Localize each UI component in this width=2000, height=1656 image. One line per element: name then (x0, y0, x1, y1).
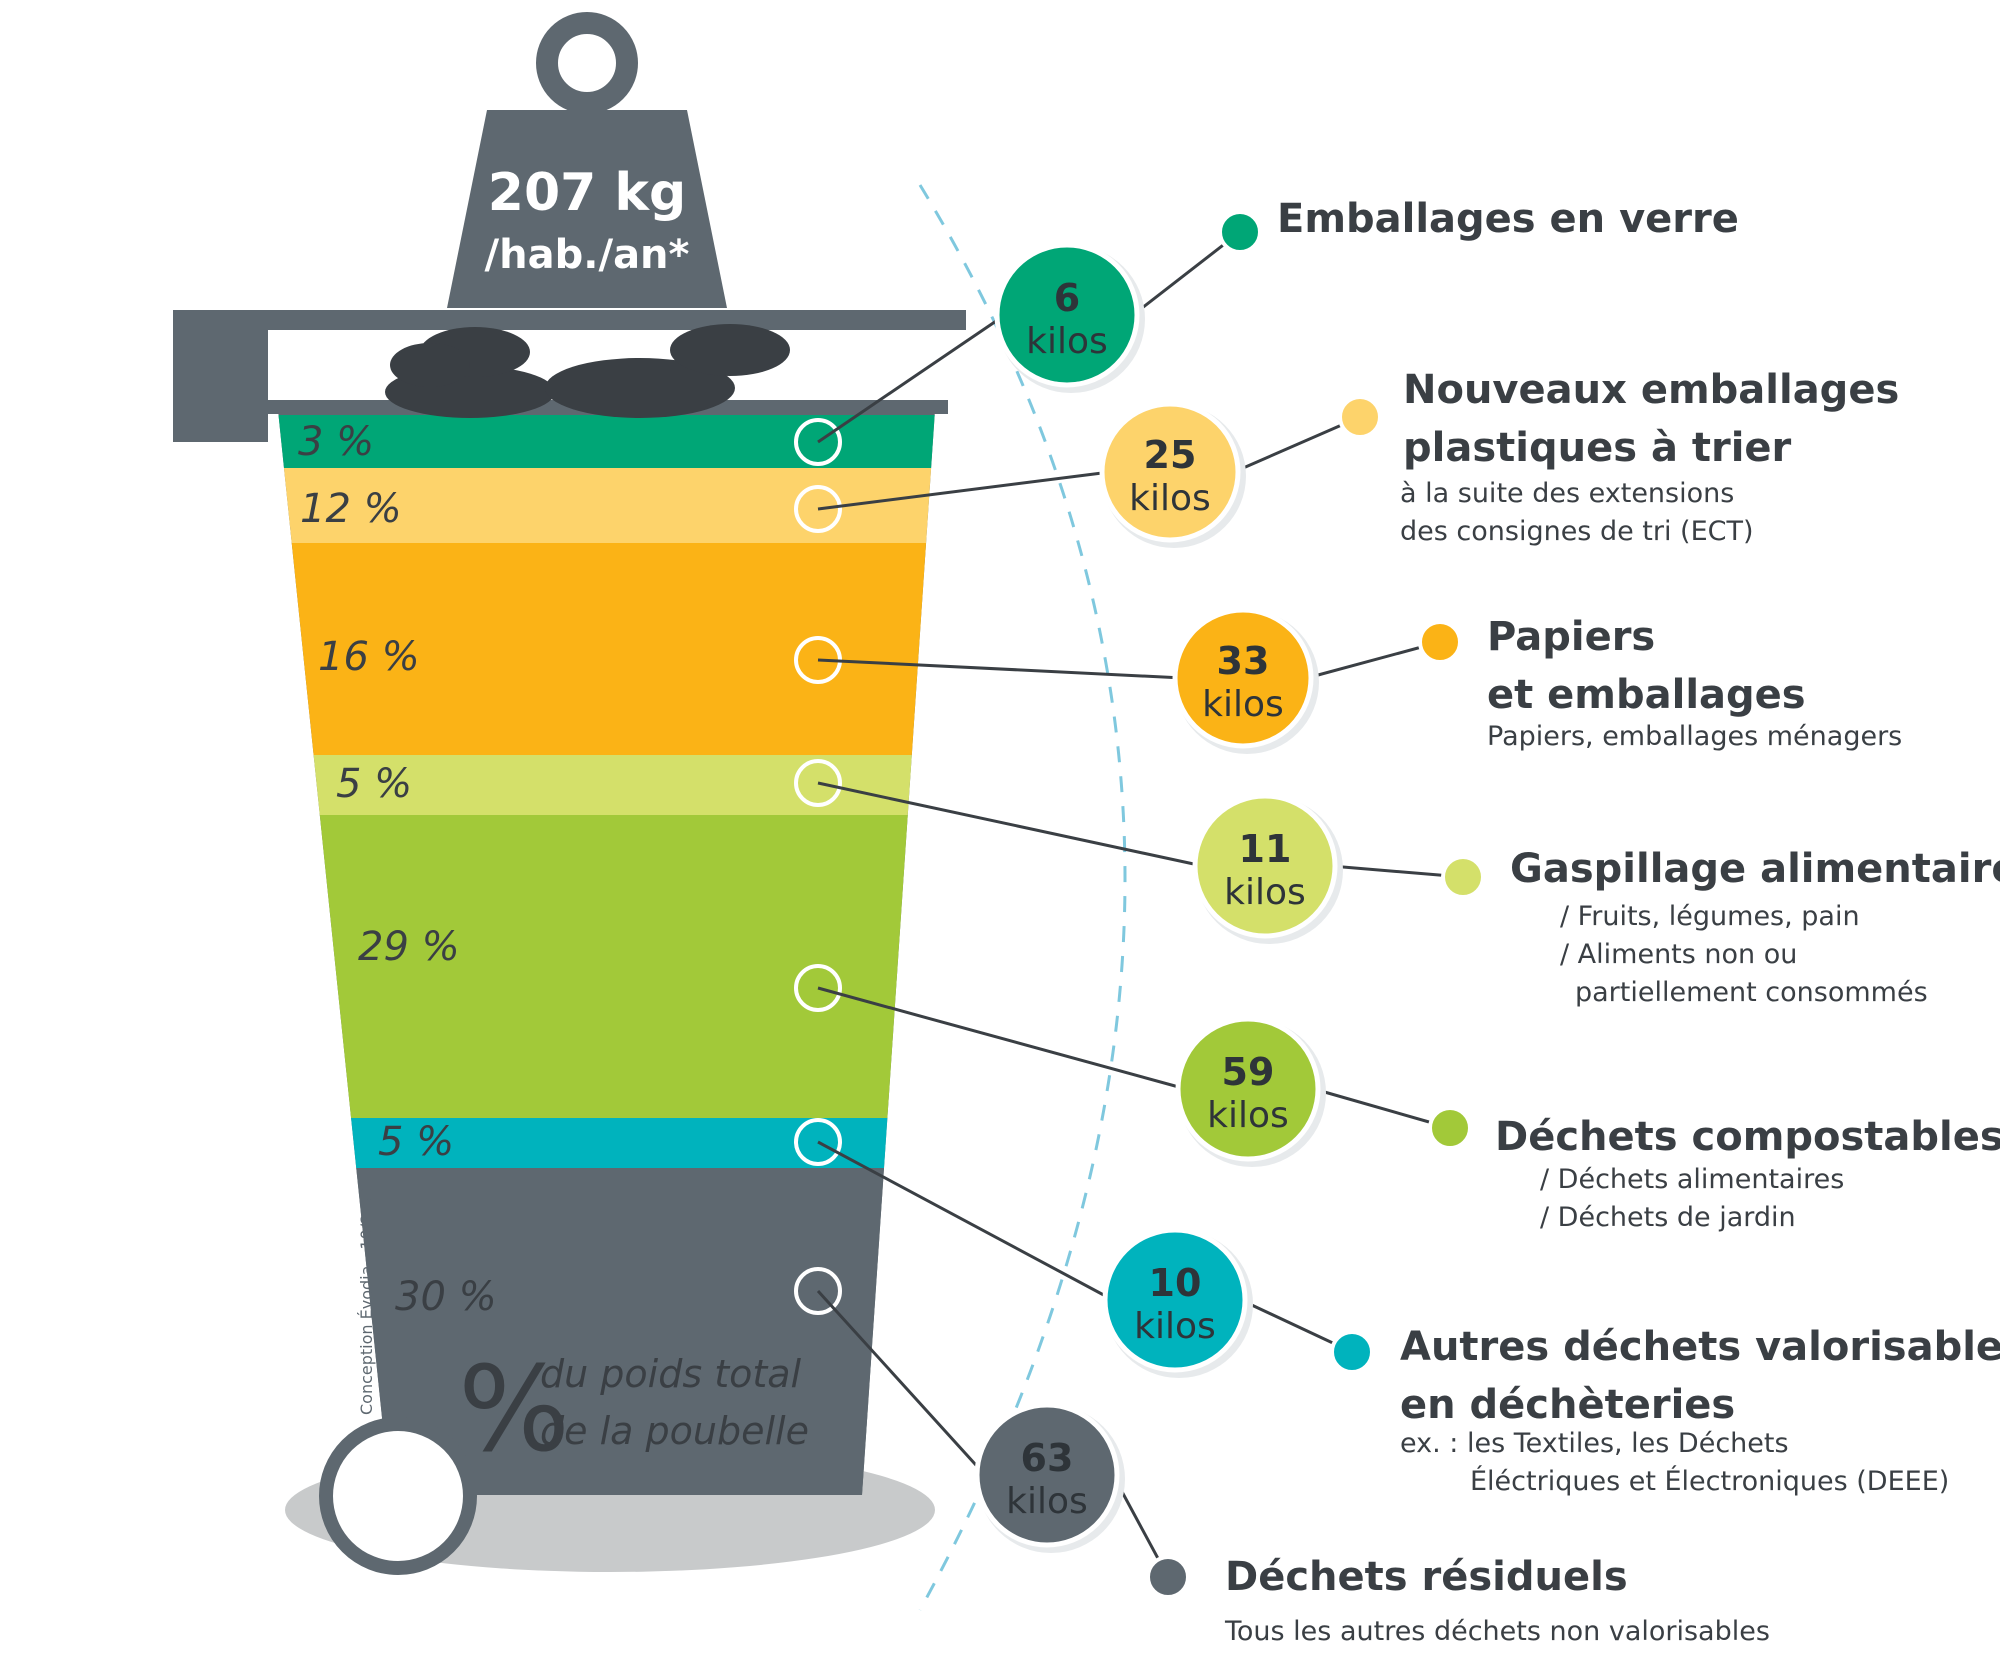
connector-line (1233, 415, 1361, 474)
category-title: Nouveaux emballages (1403, 367, 1899, 413)
kilo-value: 11 (1239, 827, 1292, 871)
bin-handle (173, 310, 268, 442)
bin-layer (319, 815, 908, 1118)
kilo-unit: kilos (1207, 1095, 1289, 1136)
bin-lid (173, 310, 966, 330)
layer-marker (794, 1267, 842, 1315)
kilo-bubble (1175, 1016, 1321, 1162)
bin-layer (291, 543, 927, 755)
garbage-bags-icon (385, 324, 790, 418)
weight-value: 207 kg (488, 163, 686, 223)
category-title: en déchèteries (1400, 1382, 1735, 1428)
legend-line-2: de la poubelle (540, 1409, 809, 1453)
category-subtitle: à la suite des extensions (1400, 478, 1734, 509)
layer-marker (794, 485, 842, 533)
kilo-bubbles: 6kilos25kilos33kilos11kilos59kilos10kilo… (974, 242, 1343, 1553)
kilo-bubble (974, 1402, 1120, 1548)
kilo-unit: kilos (1129, 478, 1211, 519)
kilo-unit: kilos (1026, 321, 1108, 362)
category-dot (1428, 1106, 1472, 1150)
percent-symbol: % (458, 1340, 570, 1478)
connector-line (817, 986, 1187, 1091)
category-subtitle: / Déchets de jardin (1540, 1202, 1796, 1233)
bin-layers: 3 % 12 % 16 % 5 % 29 % 5 % 30 % (278, 415, 935, 1495)
connector-line (817, 313, 1006, 444)
category-title: Autres déchets valorisables (1400, 1324, 2000, 1370)
category-subtitle: partiellement consommés (1575, 977, 1928, 1008)
connector-line (817, 470, 1111, 511)
kilo-value: 25 (1144, 433, 1197, 477)
category-dot (1441, 855, 1485, 899)
category-subtitle: / Fruits, légumes, pain (1560, 901, 1860, 932)
category-title: Emballages en verre (1277, 196, 1739, 242)
category-dot (1418, 620, 1462, 664)
layer-percent-label: 3 % (298, 419, 374, 465)
credit-text: Conception Évodia - 10/2020 (357, 1183, 376, 1415)
legend-line-1: du poids total (540, 1352, 802, 1396)
category-title: et emballages (1487, 672, 1806, 718)
category-subtitle: des consignes de tri (ECT) (1400, 516, 1754, 547)
kilo-value: 10 (1149, 1261, 1202, 1305)
connector-line (1132, 230, 1241, 317)
category-dot (1338, 395, 1382, 439)
connector-line (816, 1289, 987, 1477)
connector-line (817, 1140, 1114, 1302)
category-dot (1218, 210, 1262, 254)
category-title: Gaspillage alimentaire (1510, 846, 2000, 892)
bin-layer (283, 468, 932, 543)
weight-icon (447, 12, 727, 308)
connector-line (1306, 640, 1441, 680)
bin-layer (351, 1118, 888, 1168)
kilo-value: 33 (1217, 639, 1270, 683)
kilo-value: 6 (1054, 276, 1080, 320)
layer-marker (794, 1118, 842, 1166)
category-title: plastiques à trier (1403, 425, 1792, 471)
category-subtitle: Papiers, emballages ménagers (1487, 721, 1902, 752)
category-dot (1330, 1330, 1374, 1374)
category-subtitle: ex. : les Textiles, les Déchets (1400, 1428, 1789, 1459)
layer-marker (794, 418, 842, 466)
category-subtitle: / Aliments non ou (1560, 939, 1797, 970)
layer-marker (794, 759, 842, 807)
category-subtitle: Tous les autres déchets non valorisables (1224, 1616, 1770, 1647)
kilo-unit: kilos (1006, 1481, 1088, 1522)
kilo-unit: kilos (1134, 1306, 1216, 1347)
layer-percent-label: 5 % (378, 1119, 454, 1165)
kilo-unit: kilos (1224, 872, 1306, 913)
category-dot (1146, 1555, 1190, 1599)
kilo-bubble (1172, 607, 1314, 749)
connector-line (817, 781, 1204, 868)
category-title: Déchets compostables (1495, 1114, 2000, 1160)
kilo-bubble (1099, 401, 1241, 543)
kilo-unit: kilos (1202, 684, 1284, 725)
bin-layer (356, 1168, 885, 1495)
kilo-value: 63 (1021, 1436, 1074, 1480)
weight-unit: /hab./an* (485, 232, 690, 278)
kilo-value: 59 (1222, 1050, 1275, 1094)
connector-line (817, 658, 1184, 680)
category-subtitle: Éléctriques et Électroniques (DEEE) (1470, 1465, 1949, 1497)
layer-percent-label: 29 % (358, 924, 460, 970)
layer-marker (794, 964, 842, 1012)
kilo-bubble (1192, 793, 1338, 939)
connector-line (1313, 1087, 1451, 1130)
wheel-icon (319, 1417, 477, 1575)
category-subtitle: / Déchets alimentaires (1540, 1164, 1844, 1195)
layer-percent-label: 12 % (300, 486, 402, 532)
layer-percent-label: 16 % (318, 634, 420, 680)
layer-percent-label: 30 % (395, 1274, 497, 1320)
kilo-bubble (1102, 1227, 1248, 1373)
layer-percent-label: 5 % (336, 761, 412, 807)
category-title: Papiers (1487, 614, 1655, 660)
kilo-bubble (994, 242, 1140, 388)
bin-layer (278, 415, 935, 468)
connector-line (1330, 864, 1464, 879)
bin-layer (313, 755, 912, 815)
dashed-curve (918, 184, 1127, 1611)
category-title: Déchets résiduels (1225, 1554, 1628, 1600)
